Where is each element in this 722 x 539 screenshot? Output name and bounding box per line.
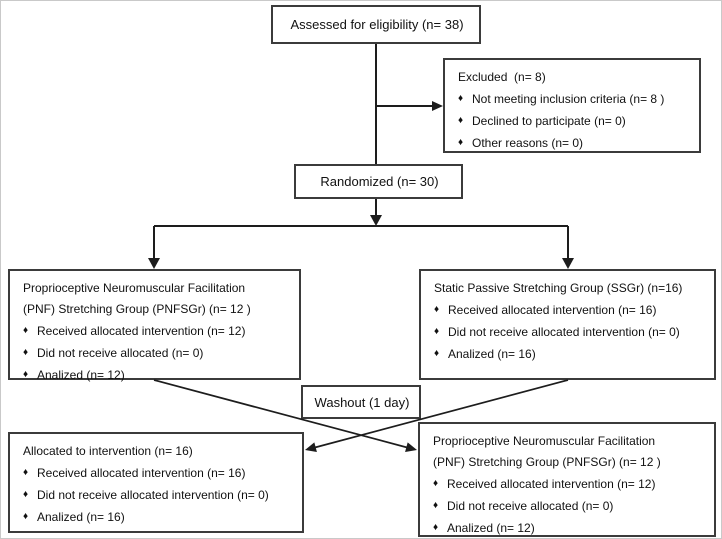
- arrow-down-icon: [148, 258, 160, 269]
- bullet-label: Did not receive allocated (n= 0): [37, 346, 204, 360]
- arrow-right-icon: [432, 101, 443, 111]
- bullet-item: ♦ Other reasons (n= 0): [456, 132, 694, 154]
- box-title: Proprioceptive Neuromuscular Facilitatio…: [23, 281, 251, 316]
- arrow-down-icon: [562, 258, 574, 269]
- diamond-bullet-icon: ♦: [434, 304, 440, 315]
- bullet-label: Received allocated intervention (n= 12): [447, 477, 656, 491]
- bullet-label: Did not receive allocated intervention (…: [448, 325, 680, 339]
- bullet-item: ♦ Did not receive allocated (n= 0): [431, 495, 709, 517]
- diamond-bullet-icon: ♦: [23, 325, 29, 336]
- arrow-right-icon: [405, 442, 417, 452]
- diamond-bullet-icon: ♦: [23, 489, 29, 500]
- diamond-bullet-icon: ♦: [458, 115, 464, 126]
- bullet-label: Received allocated intervention (n= 12): [37, 324, 246, 338]
- bullet-label: Declined to participate (n= 0): [472, 114, 626, 128]
- bullet-label: Received allocated intervention (n= 16): [448, 303, 657, 317]
- bullet-label: Analized (n= 12): [37, 368, 125, 382]
- diamond-bullet-icon: ♦: [433, 500, 439, 511]
- box-title: Washout (1 day): [314, 394, 410, 410]
- bullet-item: ♦ Received allocated intervention (n= 16…: [432, 299, 709, 321]
- bullet-label: Did not receive allocated intervention (…: [37, 488, 269, 502]
- bullet-item: ♦ Did not receive allocated intervention…: [21, 484, 297, 506]
- allocated-intervention-box: Allocated to intervention (n= 16) ♦ Rece…: [8, 432, 304, 533]
- diamond-bullet-icon: ♦: [434, 326, 440, 337]
- arrow-down-icon: [370, 215, 382, 226]
- box-title: Static Passive Stretching Group (SSGr) (…: [434, 281, 683, 295]
- bullet-item: ♦ Analized (n= 16): [21, 506, 297, 528]
- box-title: Excluded (n= 8): [458, 70, 546, 84]
- bullet-label: Received allocated intervention (n= 16): [37, 466, 246, 480]
- bullet-label: Analized (n= 16): [448, 347, 536, 361]
- static-stretching-group-box: Static Passive Stretching Group (SSGr) (…: [419, 269, 716, 380]
- bullet-item: ♦ Analized (n= 12): [431, 517, 709, 538]
- diamond-bullet-icon: ♦: [23, 467, 29, 478]
- bullet-item: ♦ Declined to participate (n= 0): [456, 110, 694, 132]
- box-title: Proprioceptive Neuromuscular Facilitatio…: [433, 434, 661, 469]
- bullet-label: Analized (n= 16): [37, 510, 125, 524]
- bullet-item: ♦ Received allocated intervention (n= 12…: [21, 320, 294, 342]
- diamond-bullet-icon: ♦: [23, 369, 29, 380]
- bullet-label: Analized (n= 12): [447, 521, 535, 535]
- arrow-left-icon: [305, 442, 317, 452]
- diamond-bullet-icon: ♦: [433, 522, 439, 533]
- diamond-bullet-icon: ♦: [433, 478, 439, 489]
- randomized-box: Randomized (n= 30): [294, 164, 463, 199]
- diamond-bullet-icon: ♦: [23, 347, 29, 358]
- bullet-label: Other reasons (n= 0): [472, 136, 584, 150]
- diamond-bullet-icon: ♦: [458, 93, 464, 104]
- pnf-stretching-group-crossover-box: Proprioceptive Neuromuscular Facilitatio…: [418, 422, 716, 537]
- excluded-box: Excluded (n= 8) ♦ Not meeting inclusion …: [443, 58, 701, 153]
- box-title: Allocated to intervention (n= 16): [23, 444, 193, 458]
- diamond-bullet-icon: ♦: [23, 511, 29, 522]
- box-title: Assessed for eligibility (n= 38): [290, 17, 464, 32]
- bullet-item: ♦ Received allocated intervention (n= 16…: [21, 462, 297, 484]
- bullet-label: Not meeting inclusion criteria (n= 8 ): [472, 92, 665, 106]
- diamond-bullet-icon: ♦: [458, 137, 464, 148]
- bullet-item: ♦ Did not receive allocated (n= 0): [21, 342, 294, 364]
- bullet-item: ♦ Analized (n= 16): [432, 343, 709, 365]
- pnf-stretching-group-box: Proprioceptive Neuromuscular Facilitatio…: [8, 269, 301, 382]
- bullet-item: ♦ Did not receive allocated intervention…: [432, 321, 709, 343]
- bullet-item: ♦ Received allocated intervention (n= 12…: [431, 473, 709, 495]
- box-title: Randomized (n= 30): [320, 174, 439, 189]
- bullet-label: Did not receive allocated (n= 0): [447, 499, 614, 513]
- bullet-item: ♦ Analized (n= 12): [21, 364, 294, 386]
- diamond-bullet-icon: ♦: [434, 348, 440, 359]
- assessed-eligibility-box: Assessed for eligibility (n= 38): [271, 5, 481, 44]
- washout-box: Washout (1 day): [301, 385, 421, 419]
- bullet-item: ♦ Not meeting inclusion criteria (n= 8 ): [456, 88, 694, 110]
